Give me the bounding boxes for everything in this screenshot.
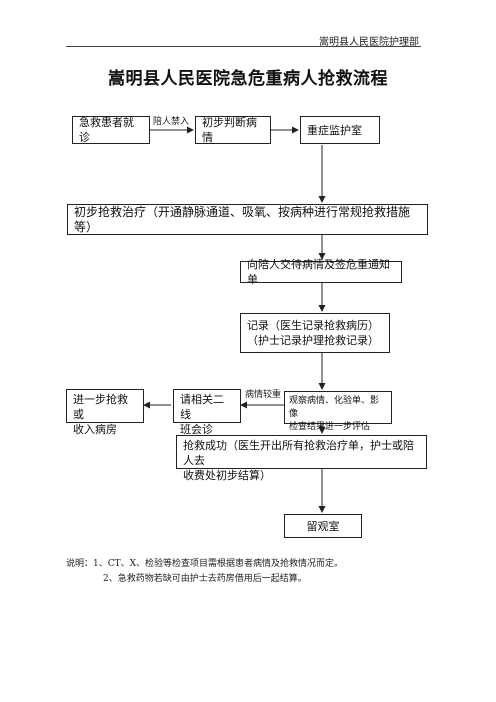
node-notify-family-label: 向陪人交待病情及签危重通知单 bbox=[247, 258, 390, 286]
node-initial-treatment-label: 初步抢救治疗（开通静脉通道、吸氧、按病种进行常规抢救措施等） bbox=[74, 204, 411, 234]
node-observe-line1: 观察病情、化验单、影像 bbox=[289, 396, 380, 419]
node-observation-room-label: 留观室 bbox=[306, 519, 340, 533]
node-emergency-visit-label: 急救患者就诊 bbox=[79, 116, 134, 144]
node-further-line1: 进一步抢救或 bbox=[73, 393, 128, 421]
node-notify-family: 向陪人交待病情及签危重通知单 bbox=[240, 258, 402, 286]
page-header: 嵩明县人民医院护理部 bbox=[66, 0, 421, 48]
node-observe: 观察病情、化验单、影像 检查结果进一步评估 bbox=[284, 391, 392, 432]
node-icu: 重症监护室 bbox=[300, 116, 380, 144]
node-observe-line2: 检查结果进一步评估 bbox=[289, 422, 371, 432]
node-emergency-visit: 急救患者就诊 bbox=[72, 116, 150, 144]
node-further-line2: 收入病房 bbox=[73, 423, 117, 436]
node-consult-line1: 请相关二线 bbox=[180, 393, 224, 421]
header-text: 嵩明县人民医院护理部 bbox=[319, 37, 419, 48]
node-success-line1: 抢救成功（医生开出所有抢救治疗单，护士或陪人去 bbox=[183, 439, 414, 467]
node-success-line2: 收费处初步结算） bbox=[183, 469, 271, 482]
node-success: 抢救成功（医生开出所有抢救治疗单，护士或陪人去 收费处初步结算） bbox=[176, 435, 427, 482]
node-initial-judgment-label: 初步判断病情 bbox=[202, 116, 257, 144]
edge-label-severe: 病情较重 bbox=[245, 390, 282, 400]
node-initial-judgment: 初步判断病情 bbox=[195, 116, 271, 144]
note-line-2: 2、急救药物若缺可由护士去药房借用后一起结算。 bbox=[103, 574, 307, 584]
node-observation-room: 留观室 bbox=[284, 514, 362, 538]
node-record: 记录（医生记录抢救病历） （护士记录护理抢救记录） bbox=[240, 313, 390, 353]
node-consult: 请相关二线 班会诊 bbox=[173, 389, 241, 436]
node-further: 进一步抢救或 收入病房 bbox=[66, 389, 144, 436]
node-icu-label: 重症监护室 bbox=[307, 123, 362, 137]
note-line-1: 说明：1、CT、X、检验等检查项目需根据患者病情及抢救情况而定。 bbox=[66, 559, 344, 569]
page-title: 嵩明县人民医院急危重病人抢救流程 bbox=[108, 69, 388, 89]
edge-label-no-escort: 陪人禁入 bbox=[153, 117, 190, 127]
node-initial-treatment: 初步抢救治疗（开通静脉通道、吸氧、按病种进行常规抢救措施等） bbox=[67, 204, 428, 235]
node-consult-line2: 班会诊 bbox=[180, 423, 213, 436]
node-record-line2: （护士记录护理抢救记录） bbox=[247, 334, 379, 347]
node-record-line1: 记录（医生记录抢救病历） bbox=[247, 319, 379, 332]
